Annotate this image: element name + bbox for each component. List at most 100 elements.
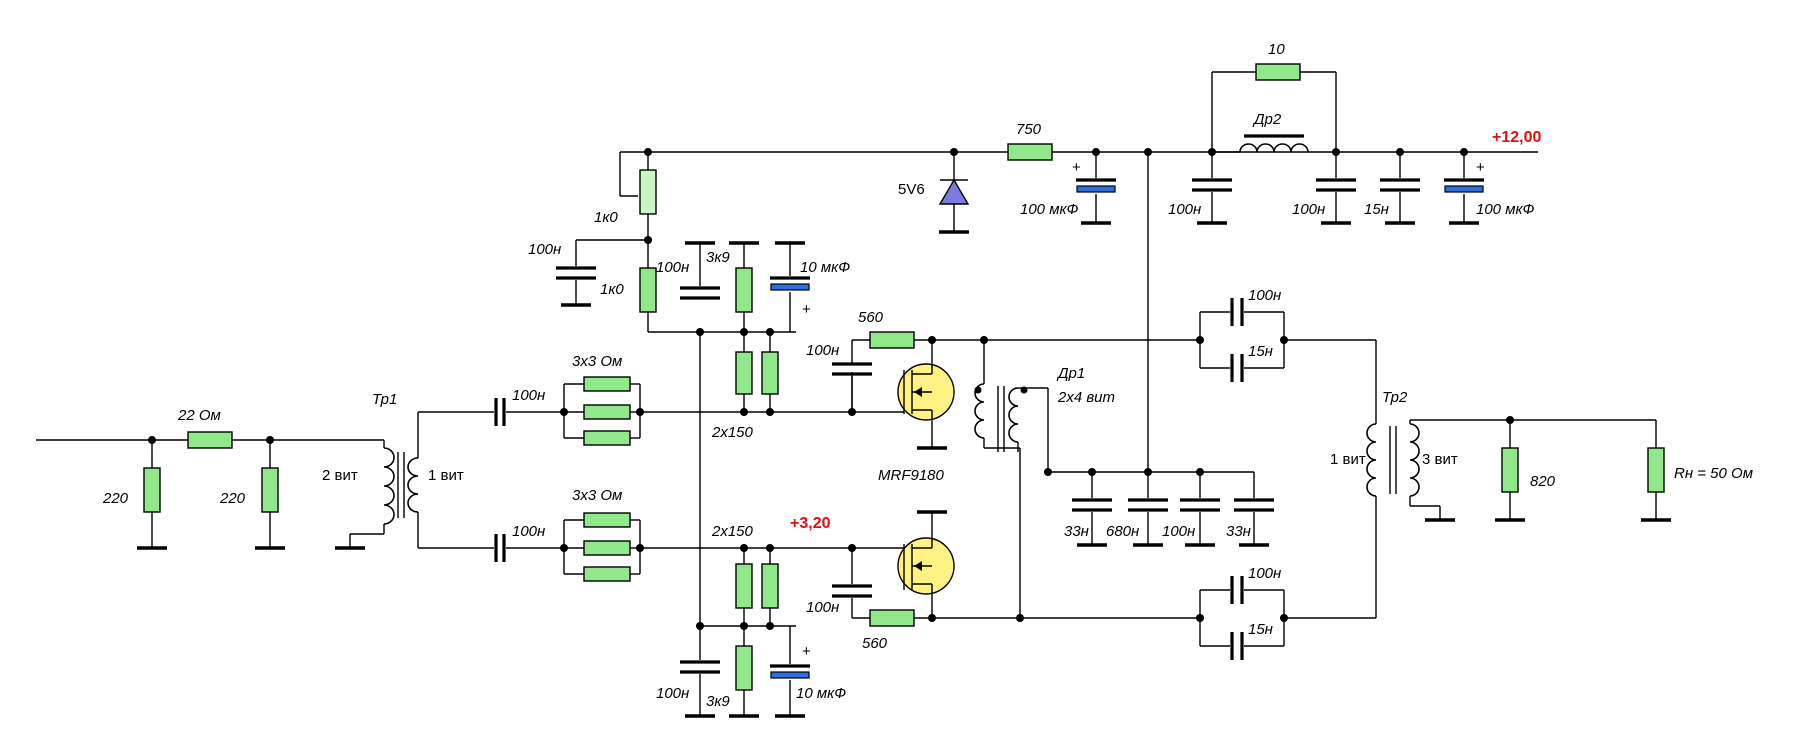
resistor-load <box>1647 447 1665 493</box>
resistor-22ohm <box>187 431 233 449</box>
label-r-in: 22 Ом <box>177 407 221 424</box>
resistor-150-top-b <box>761 351 779 395</box>
junction-dot <box>266 436 274 444</box>
transistor-lower <box>852 510 955 622</box>
label-c-supply-1: 100н <box>1168 201 1201 218</box>
label-c-dec-2: 680н <box>1106 523 1139 540</box>
resistor-3x3ohm-top-a <box>583 376 631 392</box>
junction-dot <box>644 148 652 156</box>
label-tr2-primary: 1 вит <box>1330 451 1366 468</box>
junction-dot <box>560 408 568 416</box>
label-c-in-top: 100н <box>512 387 545 404</box>
resistor-1k0 <box>639 267 657 313</box>
junction-dot <box>1196 614 1204 622</box>
resistor-10 <box>1255 63 1301 81</box>
resistor-3x3ohm-bottom-a <box>583 512 631 528</box>
feedback-lower: 100н 560 <box>806 548 932 652</box>
trimmer-resistor-1k0 <box>639 169 657 215</box>
transformer-tr2: Тр2 1 вит 3 вит <box>1330 389 1510 522</box>
resistor-3x3ohm-top-c <box>583 430 631 446</box>
label-c-fb-bottom: 100н <box>806 599 839 616</box>
label-tr2: Тр2 <box>1382 389 1408 406</box>
label-c-out-bottom-a: 100н <box>1248 565 1281 582</box>
junction-dot <box>766 622 774 630</box>
junction-dot <box>1280 614 1288 622</box>
zener-diode <box>938 178 970 205</box>
output-caps-upper: 100н 15н <box>1196 287 1377 424</box>
junction-dot <box>1044 468 1052 476</box>
label-r-3k9-bottom: 3к9 <box>706 693 730 710</box>
label-v-gate: +3,20 <box>790 515 831 532</box>
resistor-3x3ohm-top-b <box>583 404 631 420</box>
junction-dot <box>1196 336 1204 344</box>
label-zener: 5V6 <box>898 181 925 198</box>
junction-dot <box>148 436 156 444</box>
label-plus: + <box>802 301 811 318</box>
label-r-shunt-right: 220 <box>219 490 246 507</box>
label-r-fb-top: 560 <box>858 309 884 326</box>
output-caps-lower: 100н 15н <box>1196 496 1377 660</box>
label-c-el-bias-top: 10 мкФ <box>800 259 850 276</box>
junction-dot <box>1280 336 1288 344</box>
resistor-150-top-a <box>735 351 753 395</box>
input-section: 22 Ом 220 220 <box>36 407 384 550</box>
label-c-bias-left: 100н <box>528 241 561 258</box>
resistor-3x3ohm-bottom-b <box>583 540 631 556</box>
label-c-supply-3: 15н <box>1364 201 1389 218</box>
resistor-3k9-bottom <box>735 645 753 691</box>
label-dr1: Др1 <box>1056 365 1085 382</box>
mosfet-arrow <box>914 387 922 397</box>
label-c-out-bottom-b: 15н <box>1248 621 1273 638</box>
label-c-bias-mid-top: 100н <box>656 259 689 276</box>
label-c-out-top-b: 15н <box>1248 343 1273 360</box>
resistor-3x3ohm-bottom-c <box>583 566 631 582</box>
transistor-upper: MRF9180 <box>852 336 955 484</box>
label-v-supply: +12,00 <box>1492 129 1541 146</box>
resistor-150-bottom-a <box>735 563 753 609</box>
drain-network: Др1 2х4 вит <box>932 336 1255 622</box>
label-r-trim: 1к0 <box>594 209 618 226</box>
electrolytic-capacitor-plate <box>1076 185 1116 193</box>
label-c-el-100u-left: 100 мкФ <box>1020 201 1079 218</box>
mosfet-arrow <box>914 561 922 571</box>
label-c-dec-4: 33н <box>1226 523 1251 540</box>
junction-dot <box>560 544 568 552</box>
label-tr2-secondary: 3 вит <box>1422 451 1458 468</box>
resistor-750 <box>1007 143 1053 161</box>
label-plus: + <box>1072 159 1081 176</box>
electrolytic-capacitor-plate <box>770 283 810 291</box>
winding-dot <box>1020 386 1028 394</box>
label-r-fb-bottom: 560 <box>862 635 888 652</box>
resistor-820 <box>1501 447 1519 493</box>
lower-gate-path: 100н 3х3 Ом 2х150 +3,20 <box>418 487 856 582</box>
label-c-out-top-a: 100н <box>1248 287 1281 304</box>
label-c-dec-1: 33н <box>1064 523 1089 540</box>
supply-rail: 750 5V6 + 100 мкФ 100н 10 <box>620 41 1541 472</box>
resistor-150-bottom-b <box>761 563 779 609</box>
resistor-560-top <box>869 331 915 349</box>
label-tr1: Тр1 <box>372 391 397 408</box>
label-r-bias-top: 2х150 <box>711 424 754 441</box>
decoupling-capacitors: 33н 680н 100н 33н <box>1064 472 1274 547</box>
label-dr2: Др2 <box>1252 111 1282 128</box>
label-tr1-primary: 2 вит <box>322 467 358 484</box>
label-c-fb-top: 100н <box>806 342 839 359</box>
label-c-el-bias-bottom: 10 мкФ <box>796 685 846 702</box>
label-r-750: 750 <box>1016 121 1042 138</box>
label-r-10: 10 <box>1268 41 1285 58</box>
upper-gate-path: 100н 3х3 Ом 2х150 <box>418 353 856 446</box>
label-plus: + <box>1476 159 1485 176</box>
inductor-dr2 <box>1239 143 1309 153</box>
label-r-3k9-top: 3к9 <box>706 249 730 266</box>
label-c-in-bottom: 100н <box>512 523 545 540</box>
label-r-gate-bottom: 3х3 Ом <box>572 487 622 504</box>
label-tr1-secondary: 1 вит <box>428 467 464 484</box>
label-transistor: MRF9180 <box>878 467 945 484</box>
label-r-gate-top: 3х3 Ом <box>572 353 622 370</box>
junction-dot <box>766 328 774 336</box>
electrolytic-capacitor-plate <box>1444 185 1484 193</box>
label-r-load: Rн = 50 Ом <box>1674 465 1753 482</box>
label-c-el-100u-right: 100 мкФ <box>1476 201 1535 218</box>
label-c-bias-mid-bottom: 100н <box>656 685 689 702</box>
